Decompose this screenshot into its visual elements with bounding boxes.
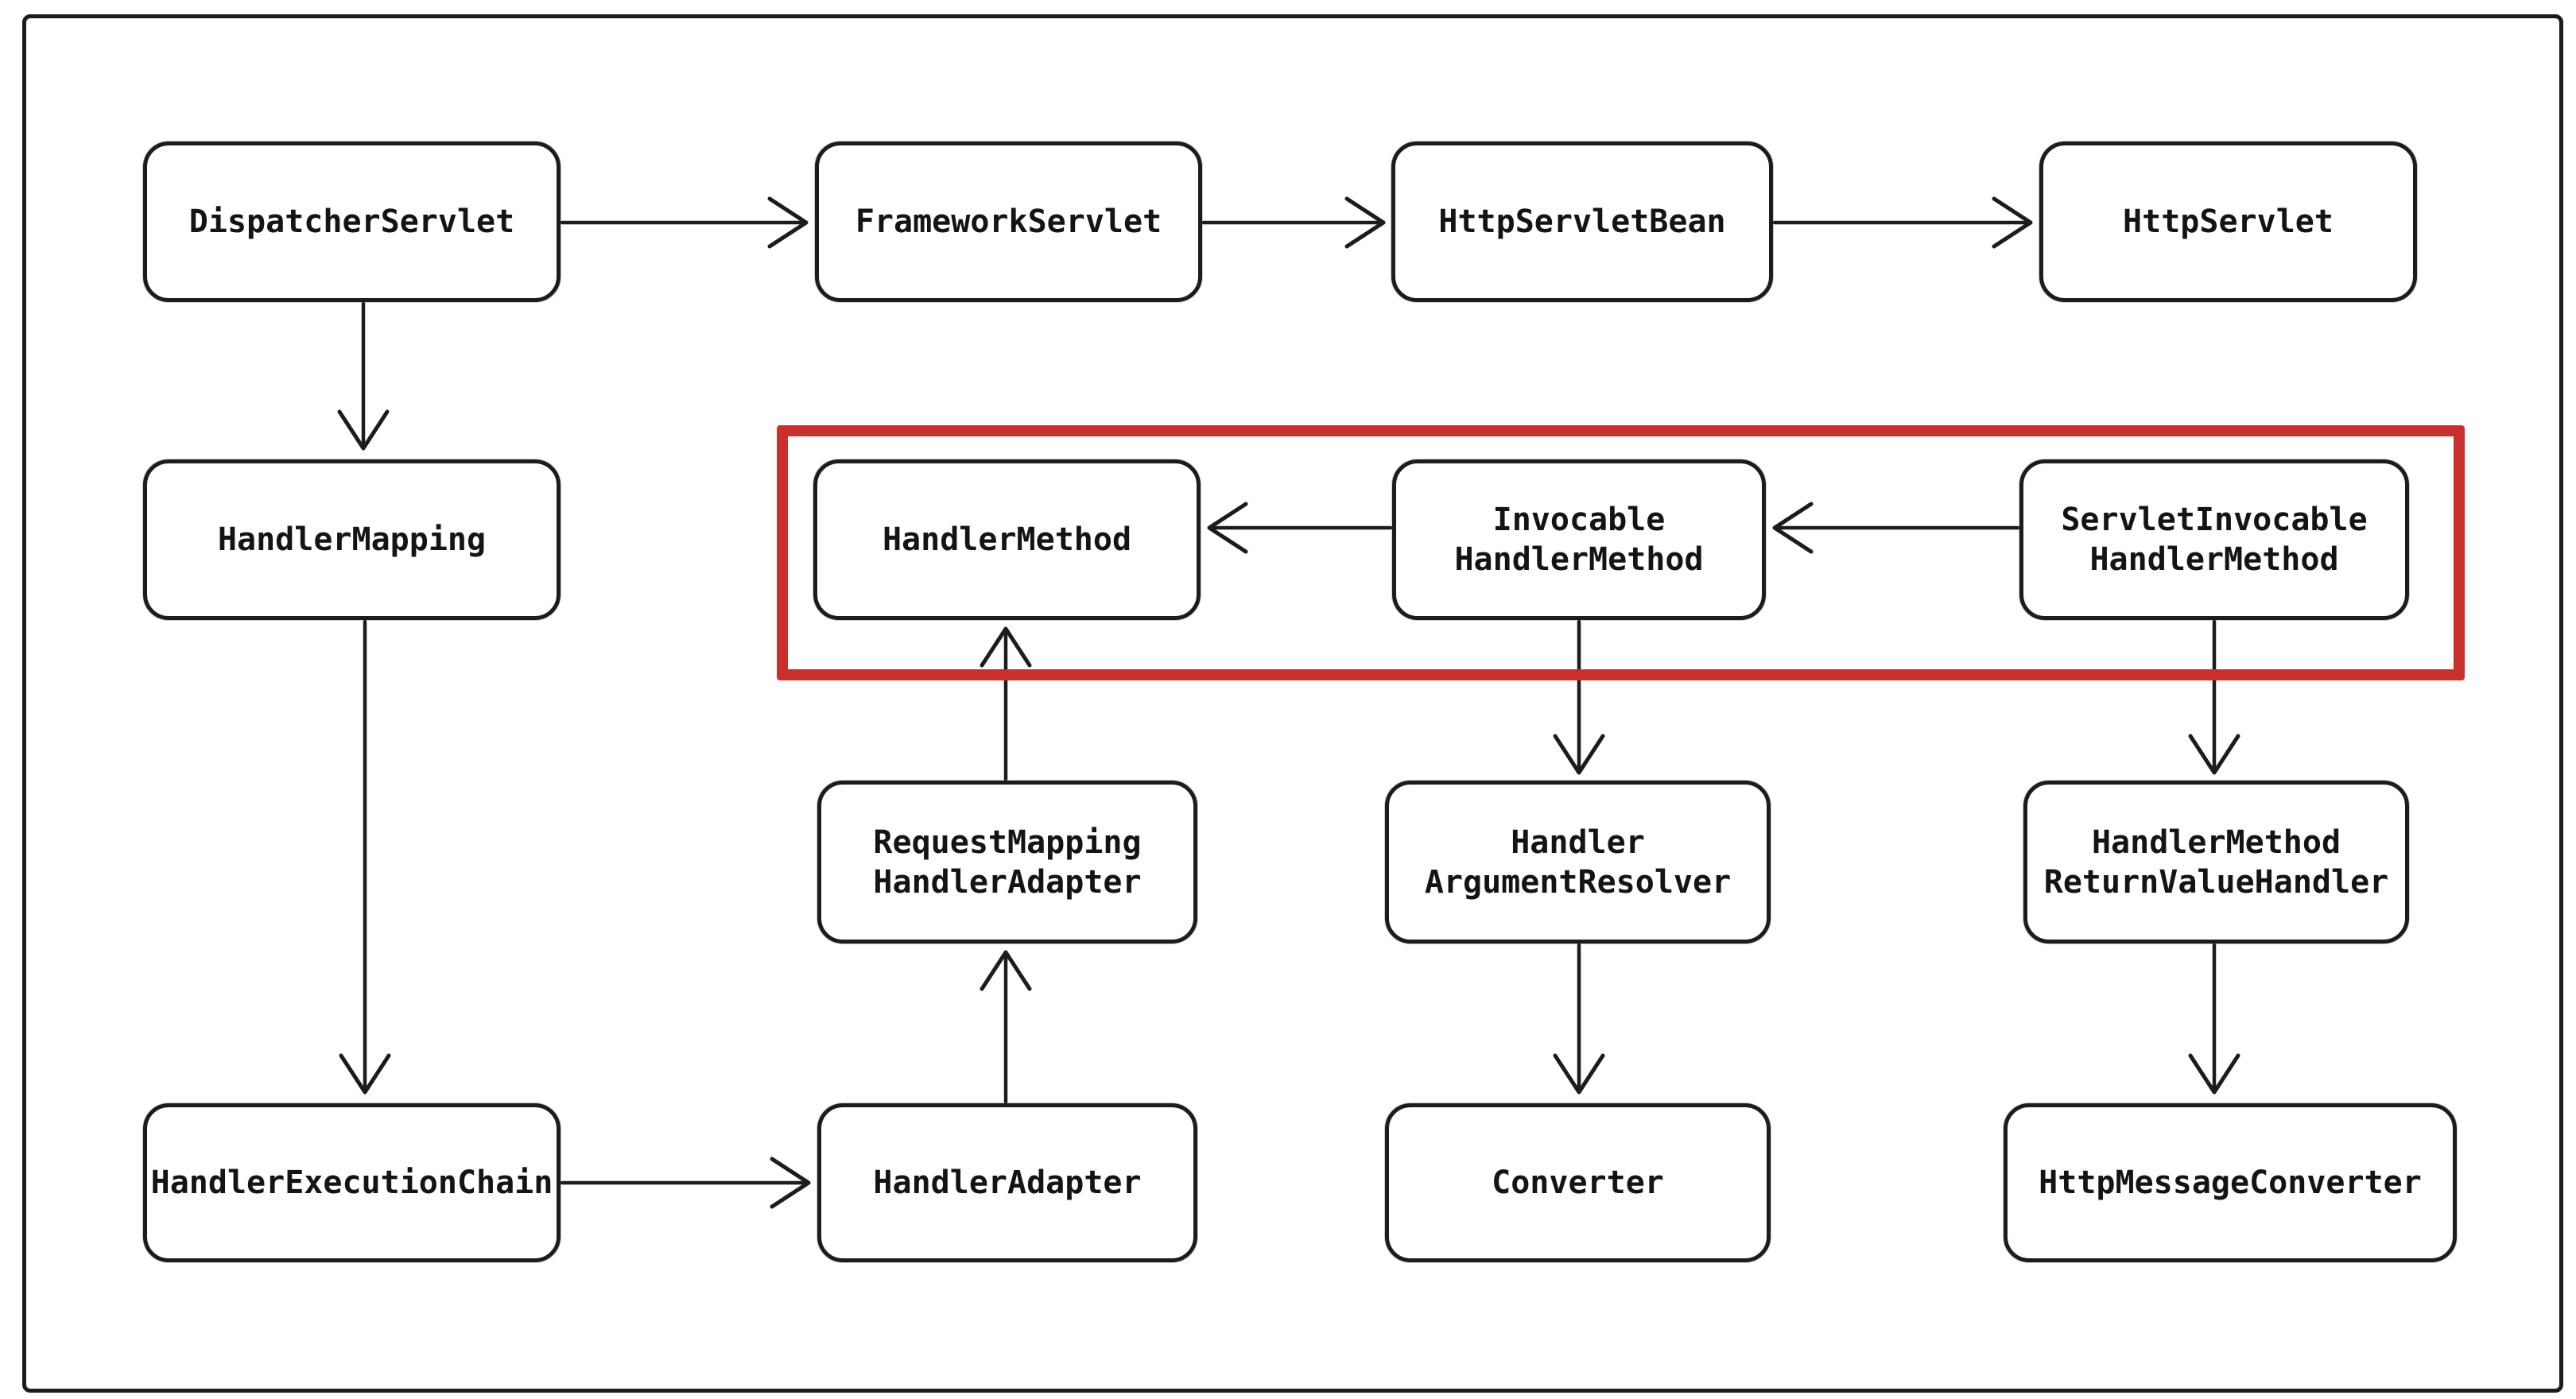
node-label: HttpServletBean (1438, 203, 1726, 240)
node-label: HandlerExecutionChain (150, 1165, 553, 1201)
node-label: Invocable HandlerMethod (1454, 502, 1704, 578)
node-label: HandlerMethod (882, 521, 1132, 558)
node-handler-execution-chain: HandlerExecutionChain (143, 1103, 561, 1262)
node-servlet-invocable-handler-method: ServletInvocable HandlerMethod (2019, 459, 2409, 620)
node-framework-servlet: FrameworkServlet (815, 141, 1202, 302)
node-label: HandlerAdapter (873, 1165, 1142, 1201)
node-label: HandlerMethod ReturnValueHandler (2043, 824, 2389, 901)
node-dispatcher-servlet: DispatcherServlet (143, 141, 561, 302)
node-handler-method-return-value-handler: HandlerMethod ReturnValueHandler (2023, 781, 2409, 944)
node-label: ServletInvocable HandlerMethod (2061, 502, 2368, 578)
node-http-message-converter: HttpMessageConverter (2004, 1103, 2457, 1262)
node-http-servlet-bean: HttpServletBean (1391, 141, 1773, 302)
node-label: HandlerMapping (217, 521, 487, 558)
node-converter: Converter (1385, 1103, 1771, 1262)
node-handler-adapter: HandlerAdapter (817, 1103, 1197, 1262)
node-handler-method: HandlerMethod (813, 459, 1201, 620)
node-label: Handler ArgumentResolver (1424, 824, 1732, 901)
node-label: DispatcherServlet (188, 203, 515, 240)
node-http-servlet: HttpServlet (2039, 141, 2417, 302)
node-handler-mapping: HandlerMapping (143, 459, 561, 620)
node-label: FrameworkServlet (855, 203, 1162, 240)
node-label: RequestMapping HandlerAdapter (873, 824, 1142, 901)
highlight-rect (777, 425, 2465, 680)
node-request-mapping-handler-adapter: RequestMapping HandlerAdapter (817, 781, 1197, 944)
node-label: HttpServlet (2123, 203, 2334, 240)
node-label: HttpMessageConverter (2039, 1165, 2422, 1201)
node-invocable-handler-method: Invocable HandlerMethod (1392, 459, 1766, 620)
node-label: Converter (1492, 1165, 1664, 1201)
node-handler-argument-resolver: Handler ArgumentResolver (1385, 781, 1771, 944)
